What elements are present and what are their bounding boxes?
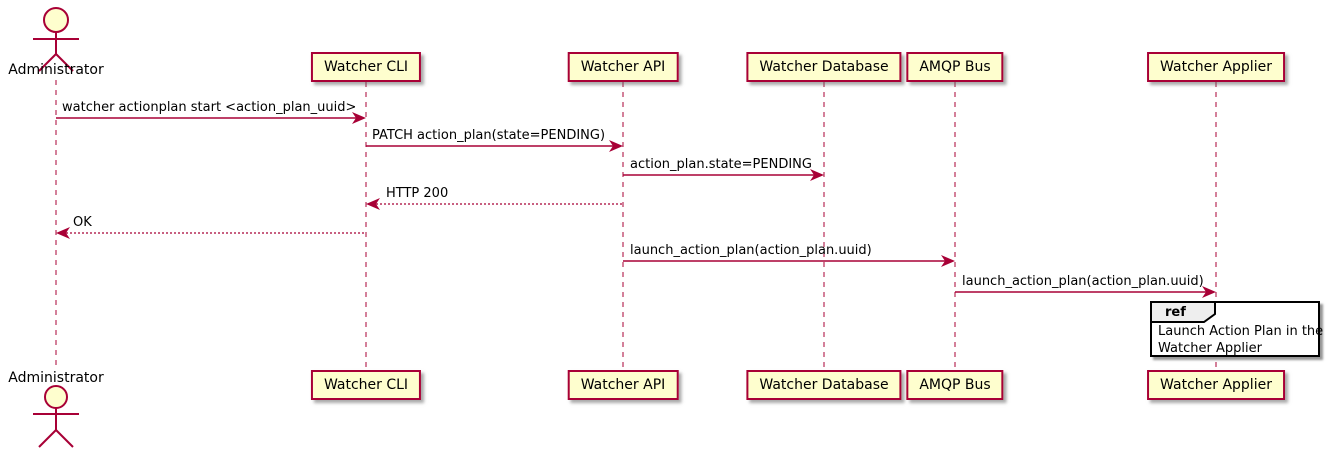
- ref-fragment-box: ref Launch Action Plan in the Watcher Ap…: [1150, 301, 1323, 357]
- message-label-2: PATCH action_plan(state=PENDING): [372, 128, 606, 143]
- arrowhead: [366, 198, 380, 210]
- message-label-3: action_plan.state=PENDING: [630, 157, 812, 172]
- message-arrow-6: [623, 255, 955, 267]
- ref-text: Launch Action Plan in the Watcher Applie…: [1158, 323, 1323, 357]
- message-arrow-1: [56, 112, 366, 124]
- participant-box-watcher-applier-top: Watcher Applier: [1147, 52, 1285, 82]
- participant-box-watcher-applier-bottom: Watcher Applier: [1147, 370, 1285, 400]
- arrowhead: [56, 227, 70, 239]
- ref-text-line-1: Launch Action Plan in the: [1158, 324, 1324, 339]
- actor-label-bottom: Administrator: [8, 370, 104, 386]
- message-label-4: HTTP 200: [386, 186, 449, 201]
- arrowhead: [810, 169, 824, 181]
- participant-box-amqp-bus-bottom: AMQP Bus: [906, 370, 1004, 400]
- ref-keyword: ref: [1165, 305, 1186, 320]
- message-label-6: launch_action_plan(action_plan.uuid): [630, 243, 872, 258]
- message-arrow-2: [366, 140, 623, 152]
- participant-box-watcher-api-bottom: Watcher API: [567, 370, 679, 400]
- actor-figure-bottom: [33, 385, 79, 448]
- participant-box-watcher-cli-top: Watcher CLI: [310, 52, 422, 82]
- participant-box-watcher-database-bottom: Watcher Database: [746, 370, 902, 400]
- message-arrow-5: [56, 227, 366, 239]
- participant-box-watcher-cli-bottom: Watcher CLI: [310, 370, 422, 400]
- arrowhead: [609, 140, 623, 152]
- actor-figure-top: [33, 7, 79, 72]
- participant-box-amqp-bus-top: AMQP Bus: [906, 52, 1004, 82]
- participant-box-watcher-database-top: Watcher Database: [746, 52, 902, 82]
- message-arrow-4: [366, 198, 623, 210]
- message-arrow-7: [955, 286, 1216, 298]
- message-label-1: watcher actionplan start <action_plan_uu…: [62, 100, 357, 115]
- actor-label-top: Administrator: [8, 62, 104, 78]
- participant-box-watcher-api-top: Watcher API: [567, 52, 679, 82]
- arrowhead: [941, 255, 955, 267]
- message-arrow-3: [623, 169, 824, 181]
- message-label-5: OK: [73, 215, 92, 230]
- ref-text-line-2: Watcher Applier: [1158, 341, 1262, 356]
- arrowhead: [1202, 286, 1216, 298]
- arrowhead: [352, 112, 366, 124]
- message-label-7: launch_action_plan(action_plan.uuid): [962, 274, 1204, 289]
- ref-header-shape: [1150, 301, 1216, 323]
